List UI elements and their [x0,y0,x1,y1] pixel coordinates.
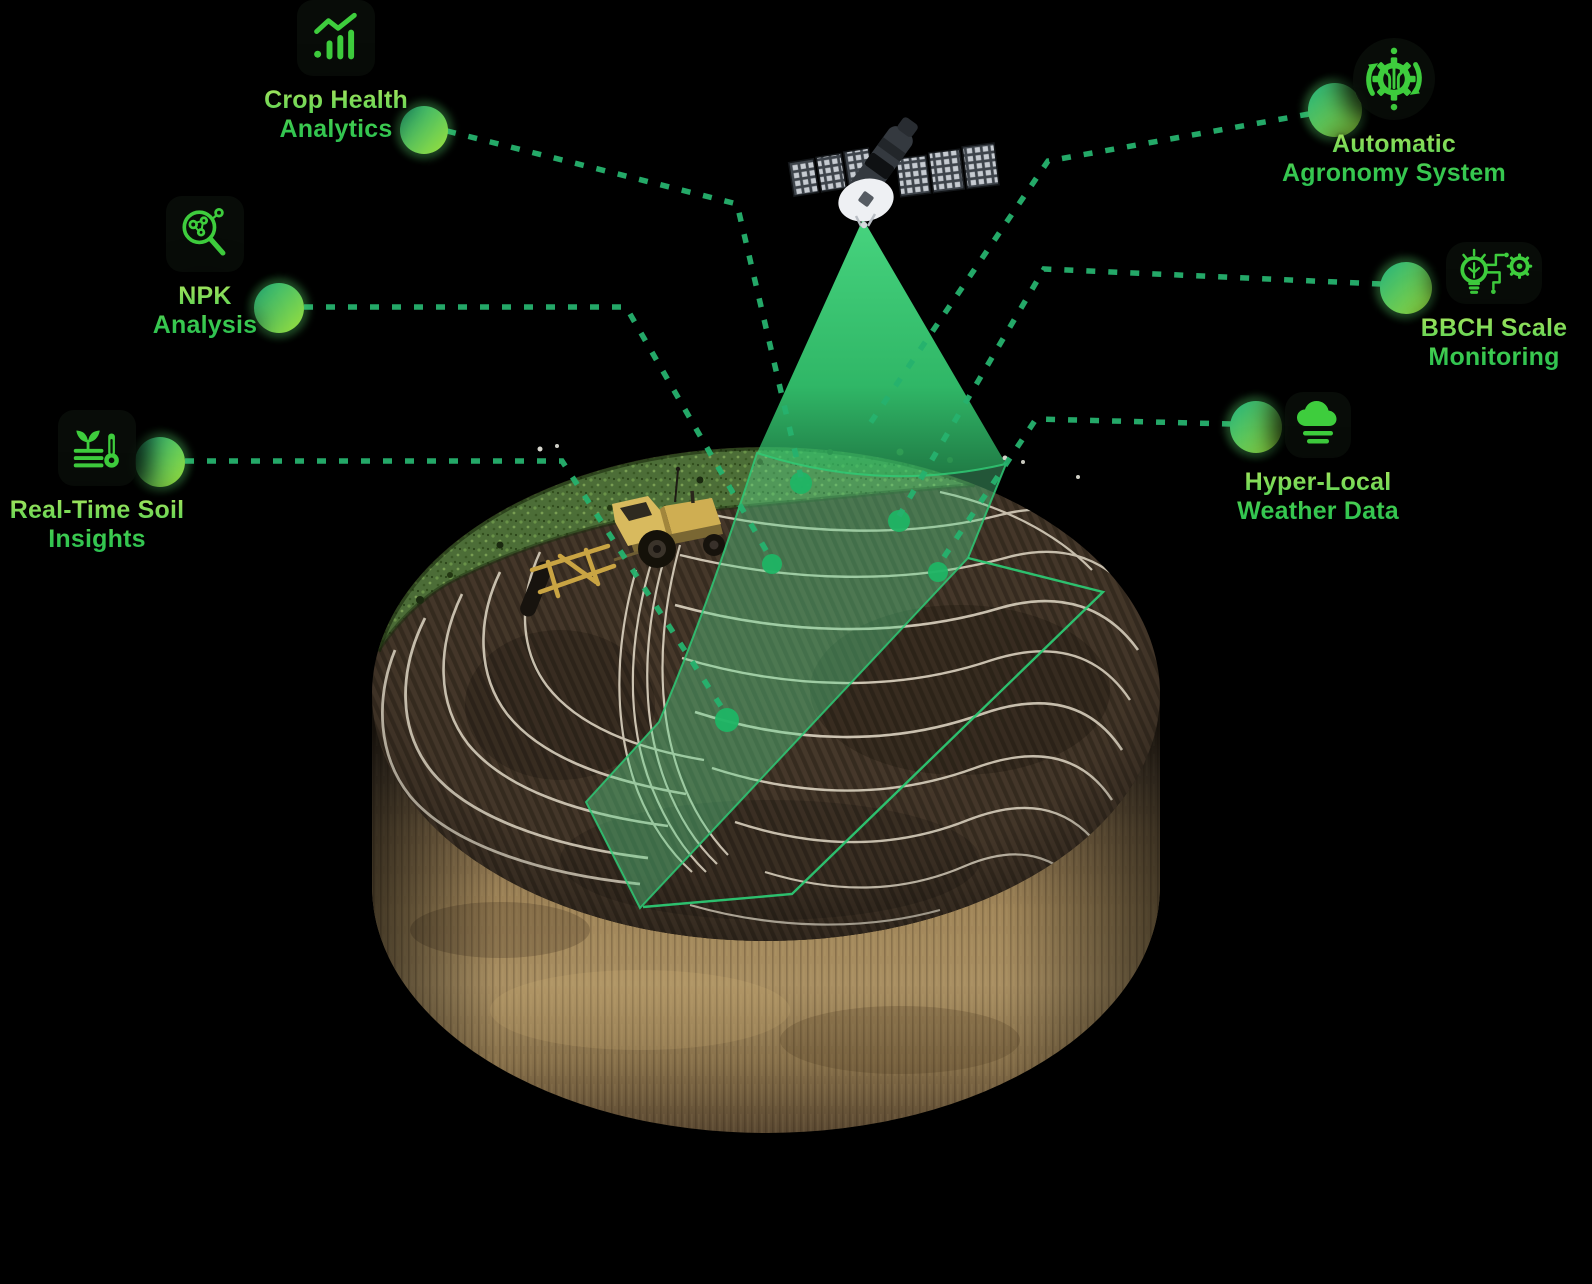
sample-point-dot [790,472,812,494]
bar-chart-trend-icon [297,0,375,76]
tractor-with-implement [520,466,725,617]
terrain-disc [372,444,1160,1133]
sample-point-dot [888,510,910,532]
field-boundary-outline [642,556,1106,909]
plow-implement [520,543,643,617]
connector-nodes [130,78,1437,492]
sample-point-dot [762,554,782,574]
connector-soil [185,458,729,716]
node-weather [1230,401,1282,453]
tractor [612,466,725,568]
bulb-gear-circuit-icon [1446,242,1542,304]
node-agronomy [1308,83,1362,137]
gear-plant-circuit-icon [1353,38,1435,120]
soil-cross-section-wall [372,694,1160,1133]
sample-point-dot [715,708,739,732]
connector-bbch [896,266,1382,518]
soil-sprout-thermometer-icon [58,410,136,486]
connector-weather [935,416,1232,568]
node-npk [254,283,304,333]
node-crop-health [400,106,448,154]
scan-cone [757,219,1006,477]
node-soil [135,437,185,487]
node-bbch [1380,262,1432,314]
sample-point-dot [928,562,948,582]
cloud-fog-icon [1285,392,1351,458]
molecule-magnifier-icon [166,196,244,272]
solar-panel-right [895,142,1000,198]
satellite-dish [838,178,894,229]
connector-crop-health [446,128,804,478]
connector-lines [185,111,1382,716]
connector-agronomy [866,111,1310,427]
sample-point-dots [715,472,948,732]
satellite [787,117,1000,229]
